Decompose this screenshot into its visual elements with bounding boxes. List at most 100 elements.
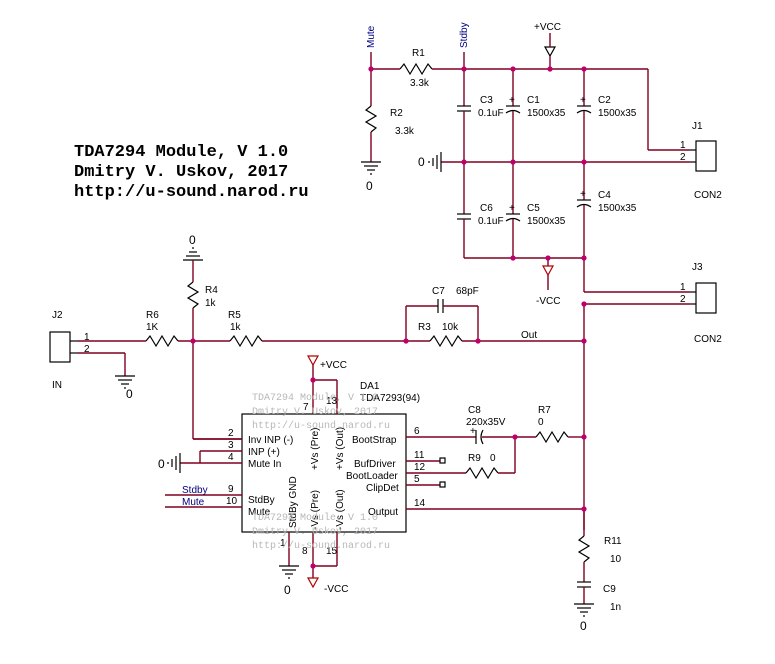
j2-pin2: 2 xyxy=(84,344,90,355)
r4-value: 1k xyxy=(205,298,217,309)
pin-9-number: 9 xyxy=(228,484,234,495)
c6-value: 0.1uF xyxy=(478,216,504,227)
ground-symbol-j2 xyxy=(115,375,135,389)
c1-value: 1500x35 xyxy=(527,108,566,119)
j3-pin2: 2 xyxy=(680,294,686,305)
r2-value: 3.3k xyxy=(395,126,415,137)
r7-ref: R7 xyxy=(538,405,551,416)
ground-symbol-r2 xyxy=(361,161,381,175)
pin-14-label: Output xyxy=(368,507,398,518)
c2-plus: + xyxy=(580,95,586,106)
net-label-mute-top: Mute xyxy=(366,25,377,48)
c1-ref: C1 xyxy=(527,95,540,106)
r5-ref: R5 xyxy=(228,310,241,321)
junction-dots xyxy=(190,66,587,569)
c2-value: 1500x35 xyxy=(598,108,637,119)
pin-12-label: BootLoader xyxy=(346,471,398,482)
r3-ref: R3 xyxy=(418,322,431,333)
r2-ref: R2 xyxy=(390,108,403,119)
ground-symbol-rail xyxy=(428,152,442,172)
title-line-3: http://u-sound.narod.ru xyxy=(74,183,309,202)
ground-symbol-c9 xyxy=(574,603,594,617)
j2-pin1: 1 xyxy=(84,332,90,343)
pin-1-number: 1 xyxy=(280,538,286,549)
gnd-label-j2: 0 xyxy=(126,387,133,401)
gnd-label-stdbygnd: 0 xyxy=(284,583,291,597)
pin-10-label: Mute xyxy=(248,507,271,518)
watermark-top: TDA7294 Module, V 1.0 Dmitry V. Uskov, 2… xyxy=(252,392,390,432)
j3-ref: J3 xyxy=(692,262,703,273)
vcc-neg-top-label: -VCC xyxy=(536,296,560,307)
c5-plus: + xyxy=(509,203,515,214)
ic-part: TDA7293(94) xyxy=(360,393,420,404)
j3-pin1: 1 xyxy=(680,282,686,293)
c6-ref: C6 xyxy=(480,203,493,214)
resistor-r7 xyxy=(535,430,569,444)
pin-4-number: 4 xyxy=(228,452,234,463)
svg-text:Dmitry V. Uskov, 2017: Dmitry V. Uskov, 2017 xyxy=(252,406,378,418)
resistor-r9 xyxy=(465,466,499,480)
net-label-mute: Mute xyxy=(182,497,205,508)
ground-symbol-stdbygnd xyxy=(279,565,299,579)
r5-value: 1k xyxy=(230,322,242,333)
r3-value: 10k xyxy=(442,322,459,333)
pin-13-number: 13 xyxy=(326,396,338,407)
j2-value: IN xyxy=(52,380,62,391)
gnd-label-r4: 0 xyxy=(189,233,196,247)
j1-pin2: 2 xyxy=(680,152,686,163)
pin-15-number: 15 xyxy=(326,546,338,557)
net-label-stdby-top: Stdby xyxy=(459,22,470,48)
svg-text:http://u-sound.narod.ru: http://u-sound.narod.ru xyxy=(252,420,390,432)
net-label-out: Out xyxy=(521,330,537,341)
title-line-1: TDA7294 Module, V 1.0 xyxy=(74,143,288,162)
r11-ref: R11 xyxy=(604,536,622,547)
resistor-r4 xyxy=(186,281,200,309)
watermark-bottom: TDA7294 Module, V 1.0 Dmitry V. Uskov, 2… xyxy=(252,512,390,552)
connector-j1 xyxy=(690,140,717,172)
resistor-r1 xyxy=(399,62,433,76)
pin-6-label: BootStrap xyxy=(352,435,397,446)
c1-plus: + xyxy=(509,95,515,106)
r6-value: 1K xyxy=(146,322,159,333)
pin-2-number: 2 xyxy=(228,428,234,439)
gnd-label-rail: 0 xyxy=(418,155,425,169)
j3-value: CON2 xyxy=(694,334,722,345)
c4-plus: + xyxy=(580,189,586,200)
ic-label-vs-pre-pos: +Vs (Pre) xyxy=(310,427,321,470)
c3-value: 0.1uF xyxy=(478,108,504,119)
r4-ref: R4 xyxy=(205,285,218,296)
r6-ref: R6 xyxy=(146,310,159,321)
resistor-r11 xyxy=(577,535,591,563)
r1-ref: R1 xyxy=(412,48,425,59)
resistor-r5 xyxy=(229,334,263,348)
c4-value: 1500x35 xyxy=(598,203,637,214)
svg-text:http://u-sound.narod.ru: http://u-sound.narod.ru xyxy=(252,540,390,552)
resistor-r2 xyxy=(364,105,378,133)
resistor-r6 xyxy=(145,334,179,348)
pin-11-number: 11 xyxy=(414,450,425,461)
pin-8-number: 8 xyxy=(302,546,308,557)
pin-10-number: 10 xyxy=(226,496,238,507)
j2-ref: J2 xyxy=(52,310,63,321)
ic-ref: DA1 xyxy=(360,381,380,392)
c3-ref: C3 xyxy=(480,95,493,106)
connector-j3 xyxy=(690,282,717,314)
ic-label-vs-out-pos: +Vs (Out) xyxy=(335,427,346,470)
r9-value: 0 xyxy=(490,453,496,464)
pin-4-label: Mute In xyxy=(248,459,281,470)
pin-7-number: 7 xyxy=(303,402,309,413)
c2-ref: C2 xyxy=(598,95,611,106)
pin-12-number: 12 xyxy=(414,462,426,473)
gnd-label-c9: 0 xyxy=(580,619,587,633)
c7-value: 68pF xyxy=(456,286,479,297)
ground-symbol-mutein xyxy=(167,453,181,473)
resistor-r3 xyxy=(429,334,463,348)
ic-label-stdby-gnd: StdBy GND xyxy=(288,476,299,528)
r11-value: 10 xyxy=(610,554,622,565)
vcc-pos-top-label: +VCC xyxy=(534,22,561,33)
c5-value: 1500x35 xyxy=(527,216,566,227)
title-line-2: Dmitry V. Uskov, 2017 xyxy=(74,163,288,182)
connector-j2 xyxy=(49,331,78,363)
r7-value: 0 xyxy=(538,417,544,428)
pin-14-number: 14 xyxy=(414,498,426,509)
